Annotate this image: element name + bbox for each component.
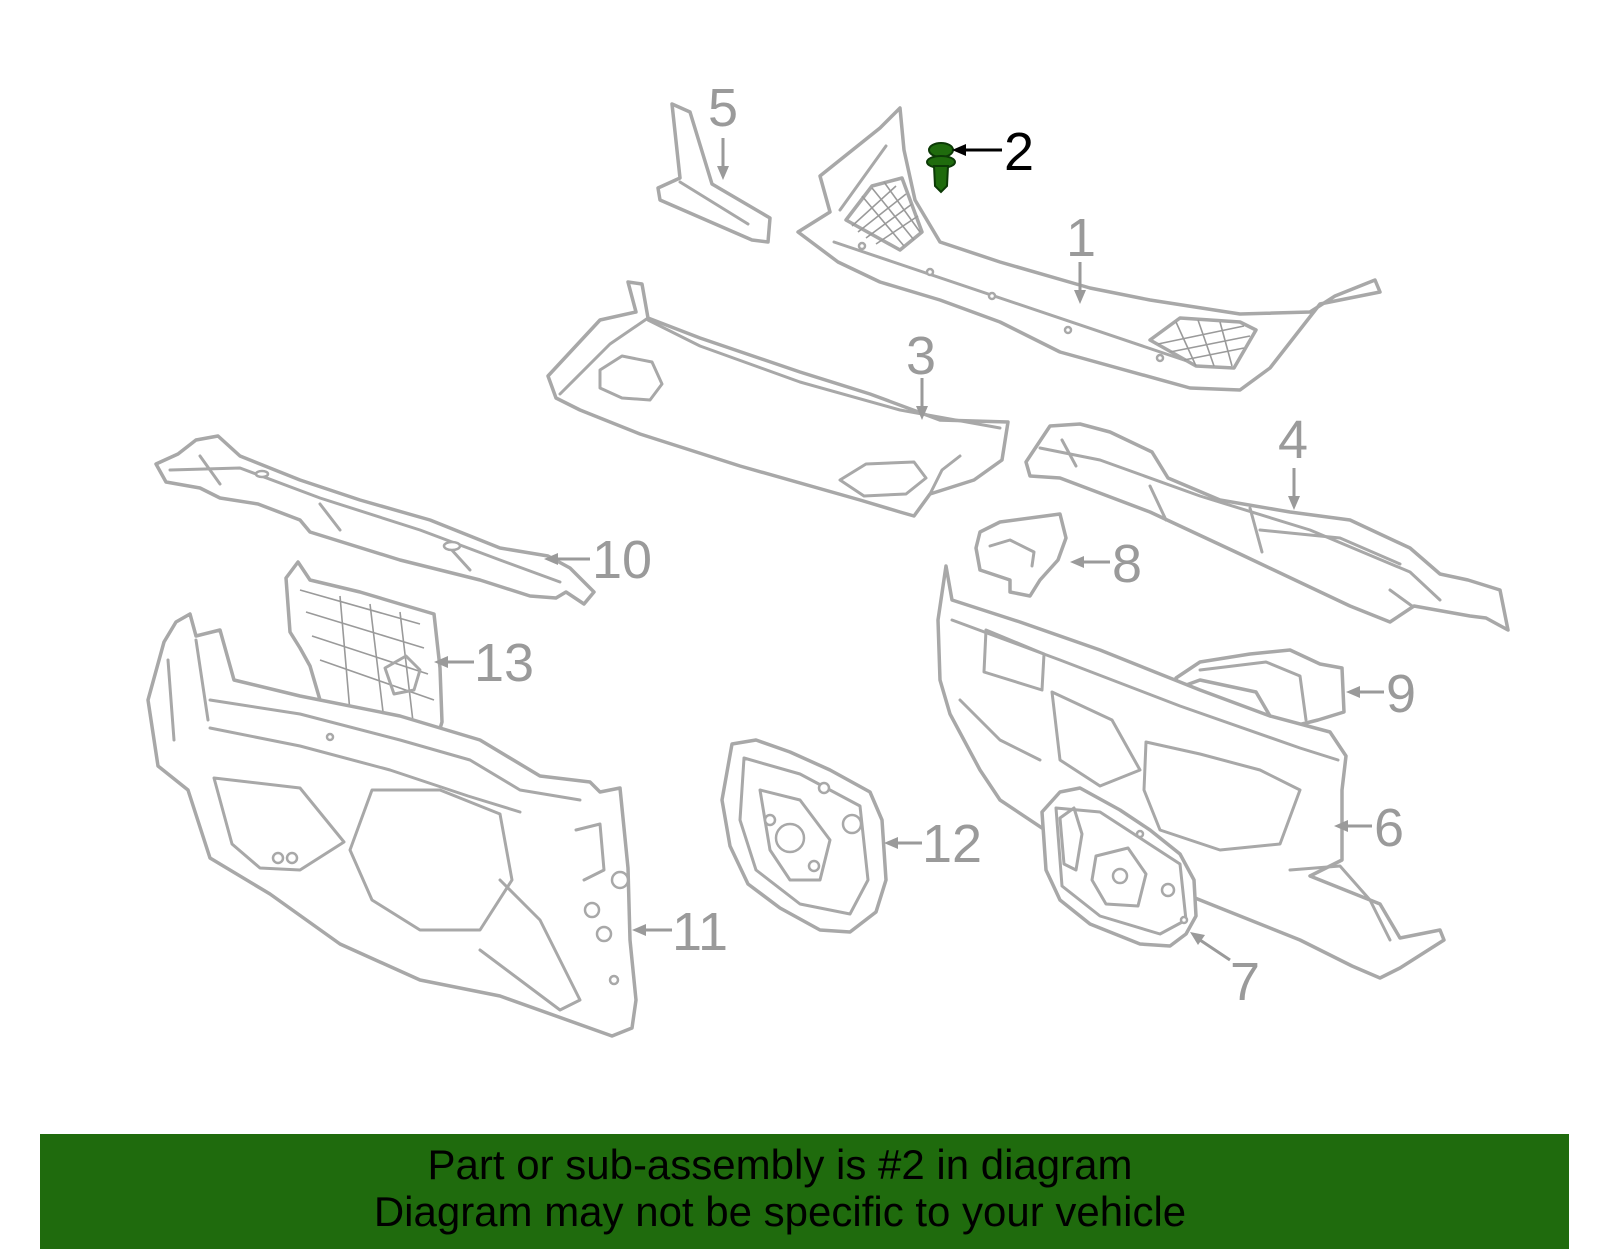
callout-9: 9 bbox=[1346, 664, 1416, 724]
callout-3: 3 bbox=[906, 326, 936, 420]
banner-part-message: Part or sub-assembly is #2 in diagram bbox=[427, 1141, 1133, 1188]
callout-layer: 5 2 1 3 4 10 8 bbox=[434, 78, 1416, 1012]
part-11-opening bbox=[348, 788, 514, 932]
callout-7: 7 bbox=[1190, 932, 1260, 1012]
part-6-window-left bbox=[982, 628, 1046, 692]
part-6-opening bbox=[1142, 740, 1302, 852]
part-10-cowl-brace[interactable] bbox=[154, 434, 596, 606]
part-3-plenum-panel[interactable] bbox=[546, 280, 1010, 518]
callout-11-label: 11 bbox=[672, 902, 728, 962]
part-13-panel[interactable] bbox=[284, 560, 444, 744]
part-9-duct[interactable] bbox=[1174, 648, 1346, 734]
callout-5: 5 bbox=[708, 78, 738, 180]
banner-disclaimer: Diagram may not be specific to your vehi… bbox=[373, 1188, 1187, 1235]
part-5-bracket[interactable] bbox=[656, 102, 772, 244]
part-3-vent-left bbox=[598, 354, 664, 402]
part-2-clip[interactable] bbox=[926, 142, 956, 194]
part-2-clip-head bbox=[928, 142, 954, 158]
part-12-insulator[interactable] bbox=[720, 738, 888, 934]
callout-6-label: 6 bbox=[1374, 798, 1404, 858]
callout-9-label: 9 bbox=[1386, 664, 1416, 724]
callout-10-label: 10 bbox=[592, 530, 652, 590]
callout-5-label: 5 bbox=[708, 78, 738, 138]
callout-4: 4 bbox=[1278, 410, 1308, 510]
callout-6: 6 bbox=[1334, 798, 1404, 858]
part-4-panel[interactable] bbox=[1024, 422, 1510, 632]
part-7-insulator[interactable] bbox=[1040, 786, 1198, 948]
callout-2: 2 bbox=[952, 122, 1034, 182]
callout-12: 12 bbox=[884, 814, 982, 874]
callout-13: 13 bbox=[434, 633, 534, 693]
callout-12-label: 12 bbox=[922, 814, 982, 874]
part-3-vent-right bbox=[838, 460, 928, 498]
part-1-screen-right bbox=[1148, 316, 1258, 370]
callout-1-label: 1 bbox=[1066, 208, 1096, 268]
callout-3-label: 3 bbox=[906, 326, 936, 386]
callout-2-label: 2 bbox=[1004, 122, 1034, 182]
part-1-screen-left bbox=[844, 176, 924, 252]
part-6-dash-panel[interactable] bbox=[936, 564, 1446, 980]
callout-8-label: 8 bbox=[1112, 534, 1142, 594]
info-banner: Part or sub-assembly is #2 in diagram Di… bbox=[40, 1134, 1569, 1249]
callout-10: 10 bbox=[544, 530, 652, 590]
callout-11: 11 bbox=[632, 902, 728, 962]
callout-8: 8 bbox=[1070, 534, 1142, 594]
part-1-cowl-panel[interactable] bbox=[796, 106, 1382, 392]
part-8-bracket[interactable] bbox=[974, 512, 1068, 598]
callout-1: 1 bbox=[1066, 208, 1096, 304]
part-11-dash-panel[interactable] bbox=[146, 612, 638, 1038]
callout-4-label: 4 bbox=[1278, 410, 1308, 470]
callout-7-label: 7 bbox=[1230, 952, 1260, 1012]
callout-13-label: 13 bbox=[474, 633, 534, 693]
